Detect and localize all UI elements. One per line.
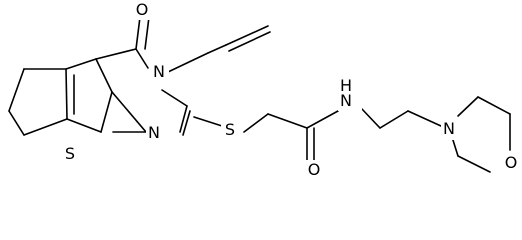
bond-th-2 (95, 58, 113, 93)
bond-morph-2 (477, 96, 511, 115)
atom-nitrogen-ring-allyl: N (153, 62, 165, 81)
bond-th-4 (66, 118, 102, 133)
bond-lines (8, 16, 511, 173)
bond-th-1 (65, 58, 97, 70)
bond-py-1 (95, 48, 137, 60)
bond-allyl-1 (167, 52, 209, 73)
bond-side-3 (267, 113, 308, 129)
atom-oxygen-morpholine: O (505, 153, 518, 172)
bond-side-5 (360, 107, 381, 129)
bond-py-double (182, 110, 191, 136)
bond-th-3 (100, 91, 113, 133)
bond-allyl-2 (207, 44, 227, 54)
bond-py-2 (135, 48, 149, 69)
bond-cp-1 (8, 68, 25, 112)
bond-cp-3 (65, 68, 68, 120)
bond-side-7 (407, 110, 442, 127)
bond-cp-5 (8, 110, 25, 136)
bond-morph-5 (451, 136, 459, 157)
bond-side-2 (243, 113, 269, 133)
bond-co-2 (144, 16, 150, 50)
atom-sulfur-thioether: S (225, 120, 235, 139)
bond-side-4 (306, 110, 339, 129)
atom-oxygen-amide: O (308, 160, 321, 179)
bond-morph-4 (457, 155, 491, 173)
bond-morph-1 (457, 96, 479, 117)
atom-hydrogen-amide: H (340, 76, 352, 95)
bond-allyl-3 (225, 25, 269, 46)
chemical-structure: O N S N S O N H N O (8, 0, 520, 180)
bond-py-3 (161, 89, 188, 107)
bond-side-1 (193, 116, 223, 127)
bond-py-4 (179, 105, 188, 133)
atom-nitrogen-ring: N (148, 123, 160, 142)
atom-nitrogen-morpholine: N (443, 119, 455, 138)
bond-side-6 (379, 110, 409, 129)
bond-co-1 (135, 16, 141, 50)
bond-allyl-double (228, 31, 271, 52)
atom-sulfur-thiophene: S (65, 144, 75, 163)
bond-py-6 (111, 91, 147, 133)
atom-label-backgrounds (62, 0, 520, 180)
bond-cp-4 (23, 118, 68, 136)
atom-nitrogen-amide: N (340, 91, 352, 110)
atom-oxygen-carbonyl: O (136, 0, 149, 19)
atom-labels: O N S N S O N H N O (65, 0, 517, 179)
